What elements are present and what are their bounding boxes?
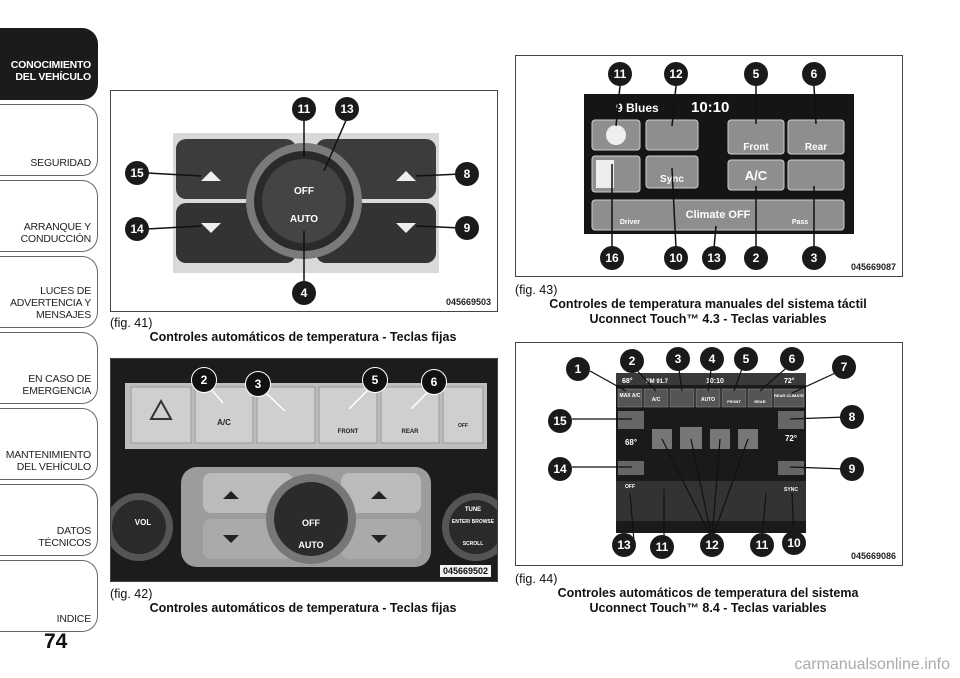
fig41-auto-label: AUTO: [290, 214, 318, 225]
fig44-temp-r: 72°: [785, 434, 797, 443]
fig41-illustration: OFF AUTO: [146, 117, 462, 283]
fig43-front-label: Front: [743, 142, 769, 153]
tab-mantenimiento[interactable]: MANTENIMIENTO DEL VEHÍCULO: [0, 408, 98, 480]
fig43-illustration: 9 Blues 10:10 Front Rear Sync A/C Driver…: [584, 85, 854, 249]
callout-14: 14: [548, 457, 572, 481]
fig42-enter-label: ENTER/ BROWSE: [452, 519, 495, 525]
fig44-ac-label: A/C: [652, 397, 661, 403]
fig42-scroll-label: SCROLL: [463, 541, 484, 547]
figure-code: 045669502: [439, 565, 491, 577]
figure-41: OFF AUTO 11 13 15 8 14 9 4 045669503: [110, 90, 498, 312]
figure-44: 68° FM 91.7 10:10 72° MAX A/C A/C AUTO F…: [515, 342, 903, 566]
fig42-auto-label: AUTO: [298, 540, 323, 550]
fig43-climate-off-label: Climate OFF: [686, 209, 751, 221]
callout-4: 4: [700, 347, 724, 371]
callout-3: 3: [245, 371, 271, 397]
callout-3: 3: [666, 347, 690, 371]
fig44-rear-label: REAR: [754, 399, 765, 404]
callout-2: 2: [620, 349, 644, 373]
callout-6: 6: [421, 369, 447, 395]
callout-2: 2: [744, 246, 768, 270]
callout-9: 9: [455, 216, 479, 240]
callout-13: 13: [335, 97, 359, 121]
callout-13: 13: [702, 246, 726, 270]
callout-9: 9: [840, 457, 864, 481]
fig44-clock: 10:10: [706, 378, 724, 385]
callout-12: 12: [664, 62, 688, 86]
tab-seguridad[interactable]: SEGURIDAD: [0, 104, 98, 176]
callout-8: 8: [455, 162, 479, 186]
fig44-fm: FM 91.7: [646, 379, 669, 385]
callout-11: 11: [292, 97, 316, 121]
fig43-ac-label: A/C: [745, 168, 768, 183]
fig44-front-label: FRONT: [727, 399, 741, 404]
fig43-time: 10:10: [691, 99, 729, 116]
fig44-max-ac-label: MAX A/C: [620, 393, 641, 399]
sidebar-nav: CONOCIMIENTO DEL VEHÍCULO SEGURIDAD ARRA…: [0, 28, 98, 636]
fig44-temp-top-r: 72°: [784, 377, 795, 385]
callout-3: 3: [802, 246, 826, 270]
fig42-vol-label: VOL: [135, 518, 152, 527]
callout-5: 5: [744, 62, 768, 86]
callout-16: 16: [600, 246, 624, 270]
figure-42: A/C FRONT REAR OFF OFF AUTO VOL TUNE ENT…: [110, 358, 498, 582]
figure-code: 045669086: [850, 551, 896, 561]
fig44-auto-label: AUTO: [701, 397, 715, 403]
fig42-rear-label: REAR: [401, 429, 419, 435]
tab-emergencia[interactable]: EN CASO DE EMERGENCIA: [0, 332, 98, 404]
callout-8: 8: [840, 405, 864, 429]
caption-fig44: (fig. 44) Controles automáticos de tempe…: [515, 572, 859, 615]
fig42-off-label: OFF: [302, 518, 320, 528]
caption-fig42: (fig. 42) Controles automáticos de tempe…: [110, 587, 457, 615]
tab-arranque[interactable]: ARRANQUE Y CONDUCCIÓN: [0, 180, 98, 252]
callout-11-left: 11: [650, 535, 674, 559]
callout-6: 6: [780, 347, 804, 371]
fig42-illustration: A/C FRONT REAR OFF OFF AUTO VOL TUNE ENT…: [111, 359, 497, 581]
fig44-illustration: 68° FM 91.7 10:10 72° MAX A/C A/C AUTO F…: [572, 362, 847, 542]
callout-6: 6: [802, 62, 826, 86]
callout-11-right: 11: [750, 533, 774, 557]
tab-indice[interactable]: INDICE: [0, 560, 98, 632]
callout-12: 12: [700, 533, 724, 557]
fig43-station: 9 Blues: [616, 101, 659, 115]
fig44-temp-top-l: 68°: [622, 377, 633, 385]
tab-datos[interactable]: DATOS TÉCNICOS: [0, 484, 98, 556]
fig44-temp-l: 68°: [625, 438, 637, 447]
callout-7: 7: [832, 355, 856, 379]
fig43-pass-label: Pass: [792, 219, 808, 226]
caption-fig43: (fig. 43) Controles de temperatura manua…: [515, 283, 867, 326]
figure-43: 9 Blues 10:10 Front Rear Sync A/C Driver…: [515, 55, 903, 277]
callout-13: 13: [612, 533, 636, 557]
callout-14: 14: [125, 217, 149, 241]
callout-4: 4: [292, 281, 316, 305]
fig44-rear-climate-label: REAR CLIMATE: [774, 393, 804, 398]
callout-10: 10: [782, 531, 806, 555]
fig43-rear-label: Rear: [805, 142, 827, 153]
fig42-tune-label: TUNE: [465, 507, 481, 513]
callout-2: 2: [191, 367, 217, 393]
watermark: carmanualsonline.info: [794, 656, 950, 673]
caption-fig41: (fig. 41) Controles automáticos de tempe…: [110, 316, 457, 344]
tab-conocimiento[interactable]: CONOCIMIENTO DEL VEHÍCULO: [0, 28, 98, 100]
fig43-driver-label: Driver: [620, 219, 641, 226]
callout-5: 5: [362, 367, 388, 393]
fig42-off-small: OFF: [458, 423, 468, 429]
callout-1: 1: [566, 357, 590, 381]
fig44-off-label: OFF: [625, 484, 635, 490]
figure-code: 045669503: [445, 297, 491, 307]
fig42-ac-label: A/C: [217, 418, 231, 427]
callout-10: 10: [664, 246, 688, 270]
fig41-off-label: OFF: [294, 186, 314, 197]
callout-15: 15: [548, 409, 572, 433]
callout-15: 15: [125, 161, 149, 185]
fig42-front-label: FRONT: [338, 429, 359, 435]
callout-5: 5: [734, 347, 758, 371]
tab-luces[interactable]: LUCES DE ADVERTENCIA Y MENSAJES: [0, 256, 98, 328]
callout-11: 11: [608, 62, 632, 86]
fig44-sync-label: SYNC: [784, 487, 798, 493]
figure-code: 045669087: [850, 262, 896, 272]
page-number: 74: [44, 630, 68, 653]
